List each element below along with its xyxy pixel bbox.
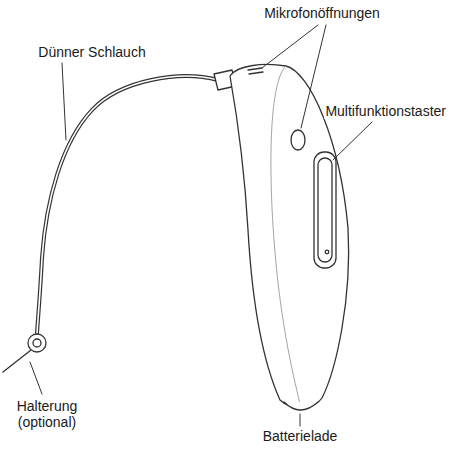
leader-line (333, 122, 372, 160)
multifunction-button (314, 152, 336, 268)
part-label: Dünner Schlauch (37, 44, 146, 60)
microphone-slot (248, 68, 263, 74)
part-label: Batterielade (262, 428, 339, 444)
part-label: Mikrofonöffnungen (263, 5, 381, 21)
thin-tube-inner (37, 76, 218, 333)
ear-piece (28, 334, 46, 352)
button-inner (318, 158, 332, 262)
part-label: Multifunktionstaster (324, 103, 447, 119)
button-dot (325, 250, 329, 254)
leader-line (300, 414, 301, 426)
ear-piece-hole (33, 339, 41, 347)
leader-line (30, 362, 42, 394)
battery-drawer (284, 402, 318, 410)
leader-line (301, 25, 326, 128)
thin-tube (37, 76, 218, 333)
leader-line (262, 25, 318, 68)
part-label: Halterung (optional) (3, 398, 91, 430)
microphone-opening (291, 130, 305, 150)
holder-line (3, 350, 31, 372)
body-edge (271, 66, 300, 404)
leader-line (62, 63, 66, 140)
